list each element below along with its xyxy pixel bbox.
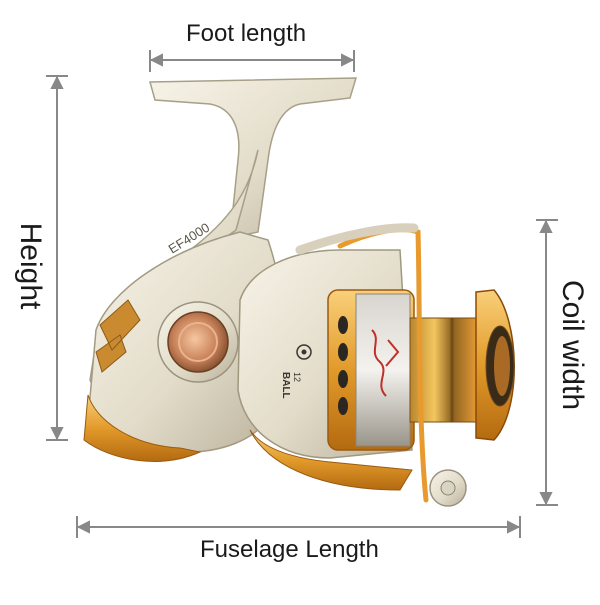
coil-width-label: Coil width — [556, 279, 589, 411]
knob-inner-ring — [178, 322, 218, 362]
coil-width-arrow — [536, 219, 558, 506]
foot-length-arrow — [149, 50, 355, 72]
spool-holes — [338, 316, 348, 415]
ball-text: BALL — [280, 372, 291, 399]
body-gold-accent — [83, 394, 202, 462]
drag-knob-highlight — [494, 336, 510, 396]
height-label: Height — [14, 222, 47, 310]
bail-arm-top — [295, 223, 419, 255]
line-roller-center — [440, 480, 456, 496]
foot-length-label: Foot length — [186, 20, 307, 47]
ball-count-text: 12 — [292, 372, 302, 382]
handle-knob-icon — [167, 311, 229, 373]
fuselage-length-label: Fuselage Length — [200, 536, 379, 563]
body-vent — [95, 299, 141, 373]
height-arrow — [46, 75, 68, 441]
rotor-gold-foot — [249, 429, 413, 491]
spool-decoration — [371, 329, 400, 397]
ball-bearing-marking: 12 BALL — [280, 344, 312, 399]
fuselage-length-arrow — [76, 516, 521, 538]
reel-foot — [149, 77, 358, 239]
